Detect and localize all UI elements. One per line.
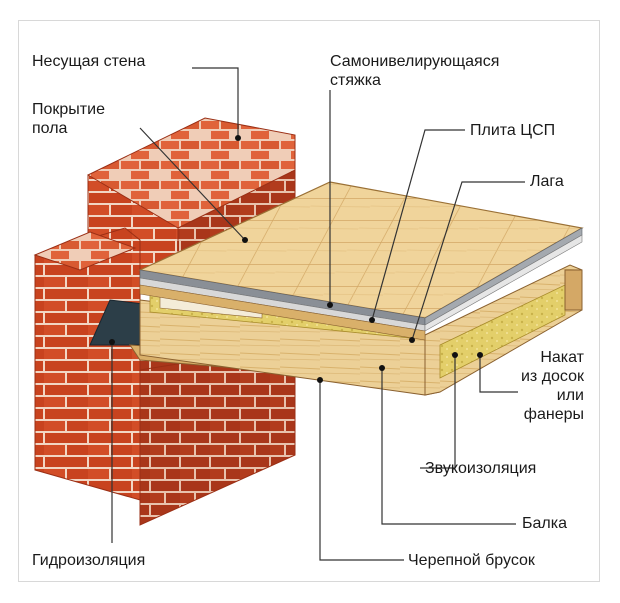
label-joist: Лага (530, 173, 564, 190)
label-self-leveling-screed: Самонивелирующаяся стяжка (330, 53, 500, 89)
label-beam: Балка (522, 515, 567, 532)
label-decking: Накат из досок или фанеры (520, 349, 584, 423)
label-floor-covering: Покрытие пола (32, 101, 105, 137)
leader-joist (411, 181, 525, 341)
leader-csp (371, 129, 465, 321)
leader-cranial-bar (319, 380, 404, 561)
joist-side (424, 264, 583, 396)
label-cranial-bar: Черепной брусок (408, 552, 535, 569)
diagram-frame (18, 20, 600, 582)
leader-decking (479, 355, 518, 393)
leader-bearing-wall (192, 67, 239, 138)
leader-sound-insulation (420, 355, 456, 469)
label-csp-board: Плита ЦСП (470, 122, 556, 139)
label-bearing-wall: Несущая стена (32, 53, 146, 70)
leader-beam (381, 368, 516, 525)
leader-lines (111, 67, 525, 561)
floor-covering (137, 181, 584, 341)
leader-floor-covering (139, 127, 246, 241)
label-waterproofing: Гидроизоляция (32, 552, 146, 569)
label-sound-insulation: Звукоизоляция (425, 460, 537, 477)
leader-dots (109, 135, 483, 383)
